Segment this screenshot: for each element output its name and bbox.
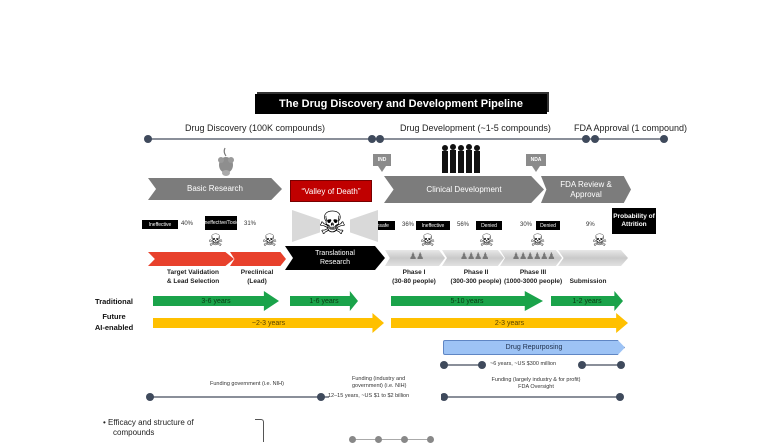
- timeline-dot: [591, 135, 599, 143]
- timeline-arrow-ai: 2-3 years: [391, 313, 628, 333]
- timeline-arrow-traditional: 5-10 years: [391, 291, 543, 311]
- section-label-approval: FDA Approval (1 compound): [574, 123, 688, 133]
- timeline-dot: [617, 361, 625, 369]
- timeline-dot: [317, 393, 325, 401]
- bottom-line: [352, 439, 432, 440]
- skull-icon-large: ☠: [318, 205, 347, 241]
- attrition-pct: 40%: [181, 221, 194, 227]
- chevron-label: Clinical Development: [426, 184, 502, 194]
- skull-icon: ☠: [208, 231, 224, 250]
- stage-label-phase1: Phase I(30-80 people): [392, 269, 436, 285]
- chevron-basic-research: Basic Research: [148, 178, 282, 200]
- repurposing-note: ~6 years, ~US $300 million: [490, 361, 557, 367]
- people-icon-phase2: ♟♟♟♟: [460, 251, 489, 261]
- attrition-header: Probability of Attrition: [612, 208, 656, 234]
- timeline-dot: [582, 135, 590, 143]
- repurposing-line: [444, 364, 482, 366]
- bracket: [255, 419, 264, 442]
- attrition-tag: Ineffective: [416, 221, 450, 230]
- timeline-dot: [440, 361, 448, 369]
- timeline-dot: [578, 361, 586, 369]
- skull-icon: ☠: [479, 231, 495, 250]
- people-icon-phase3: ♟♟♟♟♟♟: [512, 251, 555, 261]
- timeline-dot: [478, 361, 486, 369]
- timeline-arrow-traditional: 1-6 years: [290, 291, 358, 311]
- stage-label-preclinical: Preclinical(Lead): [240, 269, 274, 285]
- skull-icon: ☠: [420, 231, 436, 250]
- attrition-tag: Denied: [536, 221, 560, 230]
- repurposing-line: [582, 364, 622, 366]
- timeline-arrow-traditional: 1-2 years: [551, 291, 623, 311]
- nda-marker: NDA: [526, 154, 546, 166]
- timeline-dot: [146, 393, 154, 401]
- section-label-development: Drug Development (~1-5 compounds): [400, 123, 551, 133]
- funding-government: Funding government (i.e. NIH): [210, 381, 284, 387]
- chevron-label: Basic Research: [186, 184, 244, 193]
- timeline-dot: [349, 436, 356, 443]
- skull-icon: ☠: [262, 231, 278, 250]
- attrition-pct: 31%: [244, 221, 257, 227]
- stage-chevron-phase3: [500, 250, 562, 266]
- attrition-tag: Denied: [476, 221, 502, 230]
- mouse-icon: [218, 147, 234, 176]
- attrition-pct: 56%: [457, 222, 470, 228]
- timeline-dot: [440, 393, 448, 401]
- timeline-dot: [368, 135, 376, 143]
- timeline-dot: [427, 436, 434, 443]
- stage-chevron-phase1: [385, 250, 445, 266]
- funding-cost: 12–15 years, ~US $1 to $2 billion: [328, 393, 410, 399]
- skull-icon: ☠: [592, 231, 608, 250]
- stage-label-submission: Submission: [569, 278, 607, 285]
- valley-of-death-box: “Valley of Death”: [290, 180, 372, 202]
- people-icon: [442, 144, 480, 173]
- attrition-pct: 9%: [586, 222, 595, 228]
- stage-chevron-submission: [558, 250, 628, 266]
- ind-pointer: [378, 166, 386, 172]
- attrition-tag: Ineffective: [142, 220, 178, 229]
- stage-label-target-validation: Target Validation& Lead Selection: [166, 269, 220, 285]
- nda-pointer: [532, 166, 540, 172]
- people-icon-phase1: ♟♟: [409, 251, 424, 261]
- diagram-title: The Drug Discovery and Development Pipel…: [255, 94, 547, 114]
- stage-chevron-target-validation: [148, 252, 234, 266]
- row-label-traditional: Traditional: [95, 297, 133, 306]
- top-timeline: [148, 138, 666, 140]
- timeline-dot: [660, 135, 668, 143]
- funding-gap: [329, 389, 441, 403]
- bowtie-right: [350, 210, 378, 242]
- stage-chevron-preclinical: [230, 252, 286, 266]
- timeline-arrow-ai: ~2-3 years: [153, 313, 384, 333]
- chevron-fda-review: FDA Review & Approval: [541, 176, 631, 203]
- bowtie-left: [292, 210, 320, 242]
- attrition-pct: 30%: [520, 222, 533, 228]
- funding-industry: Funding (largely industry & for profit)F…: [491, 377, 581, 390]
- stage-label-phase2: Phase II(300-300 people): [450, 269, 502, 285]
- timeline-dot: [144, 135, 152, 143]
- chevron-label: FDA Review & Approval: [560, 179, 612, 199]
- timeline-dot: [375, 436, 382, 443]
- timeline-dot: [616, 393, 624, 401]
- attrition-tag: Unsafe: [367, 221, 395, 230]
- ind-marker: IND: [373, 154, 391, 166]
- skull-icon: ☠: [530, 231, 546, 250]
- drug-repurposing-bar: Drug Repurposing: [443, 340, 625, 355]
- stage-label-phase3: Phase III(1000-3000 people): [504, 269, 563, 285]
- attrition-tag: Ineffective/Toxic: [203, 216, 239, 230]
- section-label-discovery: Drug Discovery (100K compounds): [185, 123, 326, 133]
- timeline-arrow-traditional: 3-6 years: [153, 291, 279, 311]
- attrition-pct: 36%: [402, 222, 415, 228]
- stage-chevron-phase2: [442, 250, 504, 266]
- timeline-dot: [401, 436, 408, 443]
- timeline-dot: [376, 135, 384, 143]
- chevron-clinical-development: Clinical Development: [384, 176, 544, 203]
